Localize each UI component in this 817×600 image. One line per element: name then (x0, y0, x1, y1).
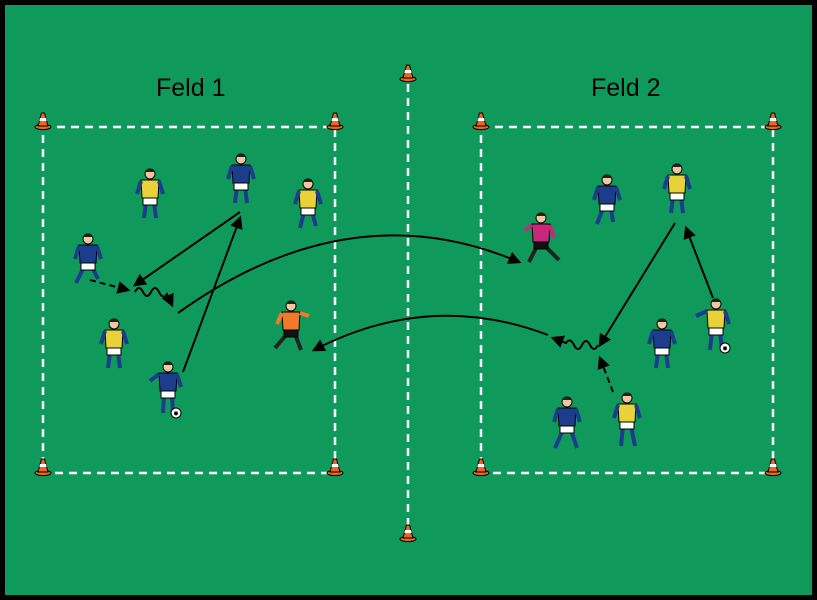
ball-icon (719, 342, 731, 354)
pass-arrow (683, 225, 714, 299)
player-icon (662, 163, 692, 214)
pass-arrow (132, 211, 241, 287)
dribble-arrow (134, 287, 174, 308)
player-icon (552, 396, 582, 449)
player-icon (73, 233, 103, 284)
player-icon (612, 392, 642, 447)
dribble-arrow (550, 335, 599, 350)
pass-arrow (182, 215, 243, 373)
run-arrow (89, 279, 131, 294)
player-icon (99, 318, 129, 369)
player-icon (226, 153, 256, 204)
field-1-label: Feld 1 (156, 74, 226, 102)
player-icon (592, 174, 622, 225)
player-icon (647, 318, 677, 369)
pass-arrow (598, 222, 676, 348)
player-icon (135, 168, 165, 219)
long-pass-arrow (311, 314, 549, 352)
field-2-label: Feld 2 (591, 74, 661, 102)
player-icon (523, 212, 561, 263)
field-2-boundary (479, 125, 775, 475)
ball-icon (170, 407, 182, 419)
player-icon (273, 300, 310, 351)
run-arrow (597, 355, 614, 393)
player-icon (293, 178, 323, 229)
field-1-boundary (41, 125, 337, 475)
long-pass-arrow (177, 234, 522, 314)
player-icon (695, 298, 731, 351)
